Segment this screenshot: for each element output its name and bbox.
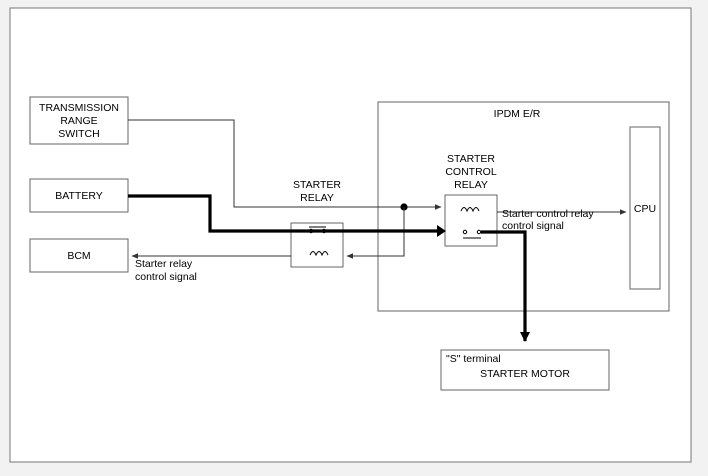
transmission-range-switch-label-2: RANGE [60,115,97,127]
bcm-label: BCM [67,250,90,262]
starter-control-relay-coil-symbol [460,207,480,213]
transmission-range-switch-label-3: SWITCH [58,128,99,140]
power-to-starter-motor-path [481,230,530,342]
battery-label: BATTERY [55,190,102,202]
starter-relay-coil-symbol [309,251,329,257]
starter-motor-label: STARTER MOTOR [480,368,570,380]
s-terminal-label: "S" terminal [446,353,501,365]
ipdm-er-label: IPDM E/R [494,108,541,120]
battery-power-path [128,194,437,233]
bcm-block [29,238,129,273]
transmission-range-switch-block [29,96,129,145]
starter-control-relay-label-2: CONTROL [445,166,496,178]
transmission-range-switch-label-1: TRANSMISSION [39,102,119,114]
switch-signal-wire [128,119,442,210]
starter-relay-signal-label-2: control signal [135,271,197,283]
starter-relay-signal-label-1: Starter relay [135,258,193,270]
starter-motor-block [440,349,610,391]
junction-to-starter-relay-wire [346,207,405,259]
starter-control-relay-signal-label-2: control signal [502,220,564,232]
starter-control-relay-label-1: STARTER [447,153,495,165]
starter-control-relay-switch-symbol [462,229,482,239]
cpu-label: CPU [634,203,656,215]
cpu-block [629,126,661,290]
power-path-arrowhead [437,225,446,237]
starter-relay-label-1: STARTER [293,179,341,191]
starter-relay-label-2: RELAY [300,192,334,204]
starter-control-relay-signal-label-1: Starter control relay [502,208,594,220]
battery-block [29,178,129,213]
starter-control-relay-label-3: RELAY [454,179,488,191]
